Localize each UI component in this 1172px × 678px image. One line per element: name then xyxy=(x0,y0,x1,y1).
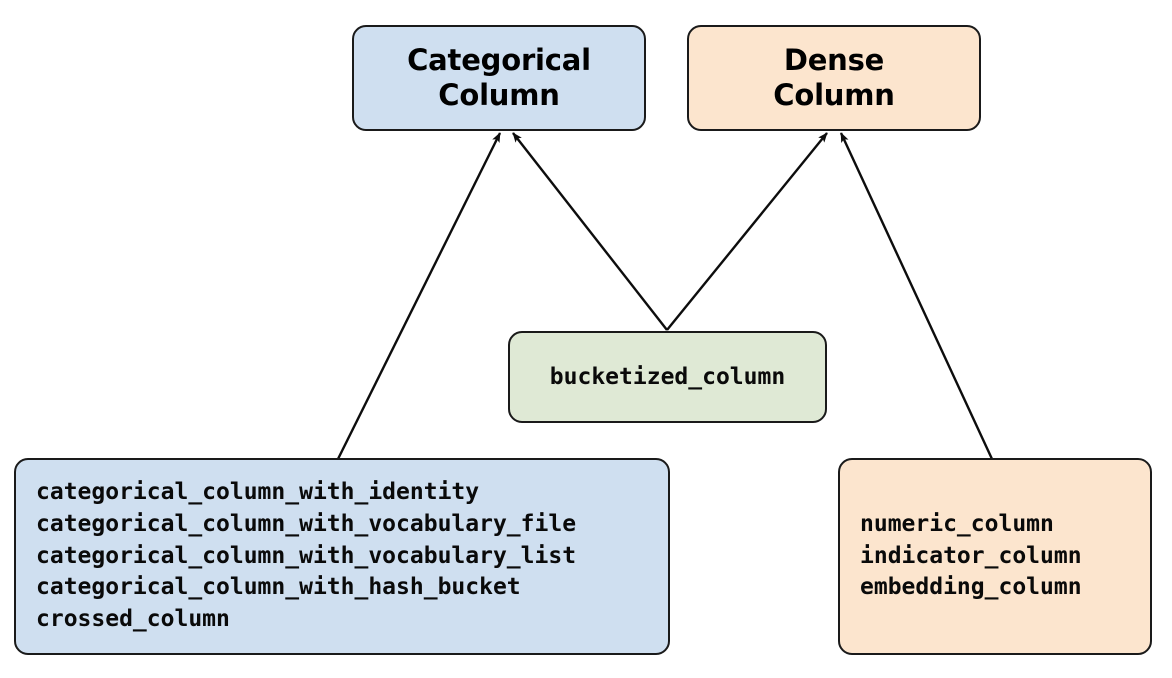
edge-dense-list-to-dense-column xyxy=(839,132,994,460)
list-item: categorical_column_with_vocabulary_list xyxy=(36,542,577,569)
list-item: categorical_column_with_identity xyxy=(36,479,480,506)
list-item: indicator_column xyxy=(860,542,1082,569)
node-categorical-column-label-line-1: Categorical xyxy=(407,42,591,77)
edge-bucketized-to-dense-column xyxy=(666,132,828,331)
list-item: numeric_column xyxy=(860,510,1054,537)
node-dense-list[interactable]: numeric_column indicator_column embeddin… xyxy=(838,458,1152,655)
node-dense-column-label-line-1: Dense xyxy=(783,42,885,77)
node-dense-column-label-line-2: Column xyxy=(773,78,895,112)
node-bucketized-column[interactable]: bucketized_column xyxy=(508,331,827,423)
node-bucketized-column-label: bucketized_column xyxy=(549,364,786,390)
list-item: categorical_column_with_vocabulary_file xyxy=(36,510,577,537)
list-item: categorical_column_with_hash_bucket xyxy=(36,574,521,601)
edge-categorical-list-to-categorical-column xyxy=(336,132,502,460)
list-item: embedding_column xyxy=(860,574,1082,601)
node-categorical-list[interactable]: categorical_column_with_identity categor… xyxy=(14,458,670,655)
edge-bucketized-to-categorical-column xyxy=(512,132,668,331)
node-categorical-column[interactable]: Categorical Column xyxy=(352,25,646,131)
categorical-list-body: categorical_column_with_identity categor… xyxy=(16,477,668,636)
list-item: crossed_column xyxy=(36,606,230,633)
node-dense-column[interactable]: Dense Column xyxy=(687,25,981,131)
node-categorical-column-label-line-2: Column xyxy=(438,78,560,112)
dense-list-body: numeric_column indicator_column embeddin… xyxy=(840,509,1150,604)
